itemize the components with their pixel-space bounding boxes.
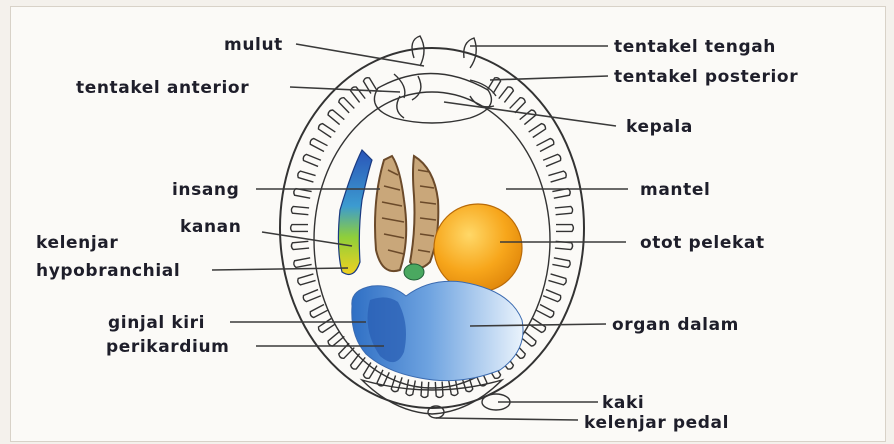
lamella: [555, 206, 573, 214]
lamella: [294, 189, 312, 199]
lamella: [543, 290, 561, 302]
lamella: [339, 98, 355, 113]
lamella: [552, 258, 570, 268]
label-kepala: kepala: [626, 117, 693, 137]
label-tentakel-tengah: tentakel tengah: [614, 37, 776, 57]
tentacle-anterior-shape: [394, 74, 421, 118]
lamella: [298, 171, 316, 182]
label-kelenjar-pedal: kelenjar pedal: [584, 413, 729, 433]
lamella: [548, 171, 566, 182]
lamella: [552, 189, 570, 199]
lamella: [291, 241, 309, 249]
label-tentakel-posterior: tentakel posterior: [614, 67, 798, 87]
label-mulut: mulut: [224, 35, 283, 55]
lamella: [499, 87, 514, 103]
lamella: [310, 138, 327, 151]
lamella: [543, 154, 561, 166]
lamella: [298, 274, 316, 285]
label-otot-pelekat: otot pelekat: [640, 233, 765, 253]
lamella: [391, 375, 402, 391]
label-kaki: kaki: [602, 393, 644, 413]
label-hypobranchial: hypobranchial: [36, 261, 180, 281]
lamella: [536, 138, 553, 151]
label-kelenjar: kelenjar: [36, 233, 118, 253]
lamella: [303, 154, 321, 166]
lamella: [406, 379, 415, 395]
lamella: [351, 354, 366, 370]
lamella: [529, 124, 546, 138]
lamella: [291, 206, 309, 214]
label-organ-dalam: organ dalam: [612, 315, 739, 335]
lamella: [363, 362, 377, 378]
lamella: [328, 331, 344, 346]
label-ginjal-kiri: ginjal kiri: [108, 313, 205, 333]
lamella: [303, 290, 321, 302]
tentacle-posterior-shape: [470, 80, 496, 107]
label-kanan: kanan: [180, 217, 241, 237]
lamella: [536, 304, 553, 317]
lamella: [548, 274, 566, 285]
label-tentakel-anterior: tentakel anterior: [76, 78, 249, 98]
lamella: [294, 258, 312, 268]
hypobranchial-gland-shape: [338, 150, 372, 274]
label-insang: insang: [172, 180, 239, 200]
lamella: [510, 98, 526, 113]
lamella: [318, 124, 335, 138]
label-mantel: mantel: [640, 180, 710, 200]
lamella: [449, 379, 458, 395]
lamella: [328, 110, 344, 125]
lamella: [556, 225, 573, 232]
gill-coils: [375, 156, 438, 280]
lamella: [291, 225, 308, 232]
attachment-muscle-shape: [434, 204, 522, 292]
lamella: [310, 304, 327, 317]
label-perikardium: perikardium: [106, 337, 229, 357]
